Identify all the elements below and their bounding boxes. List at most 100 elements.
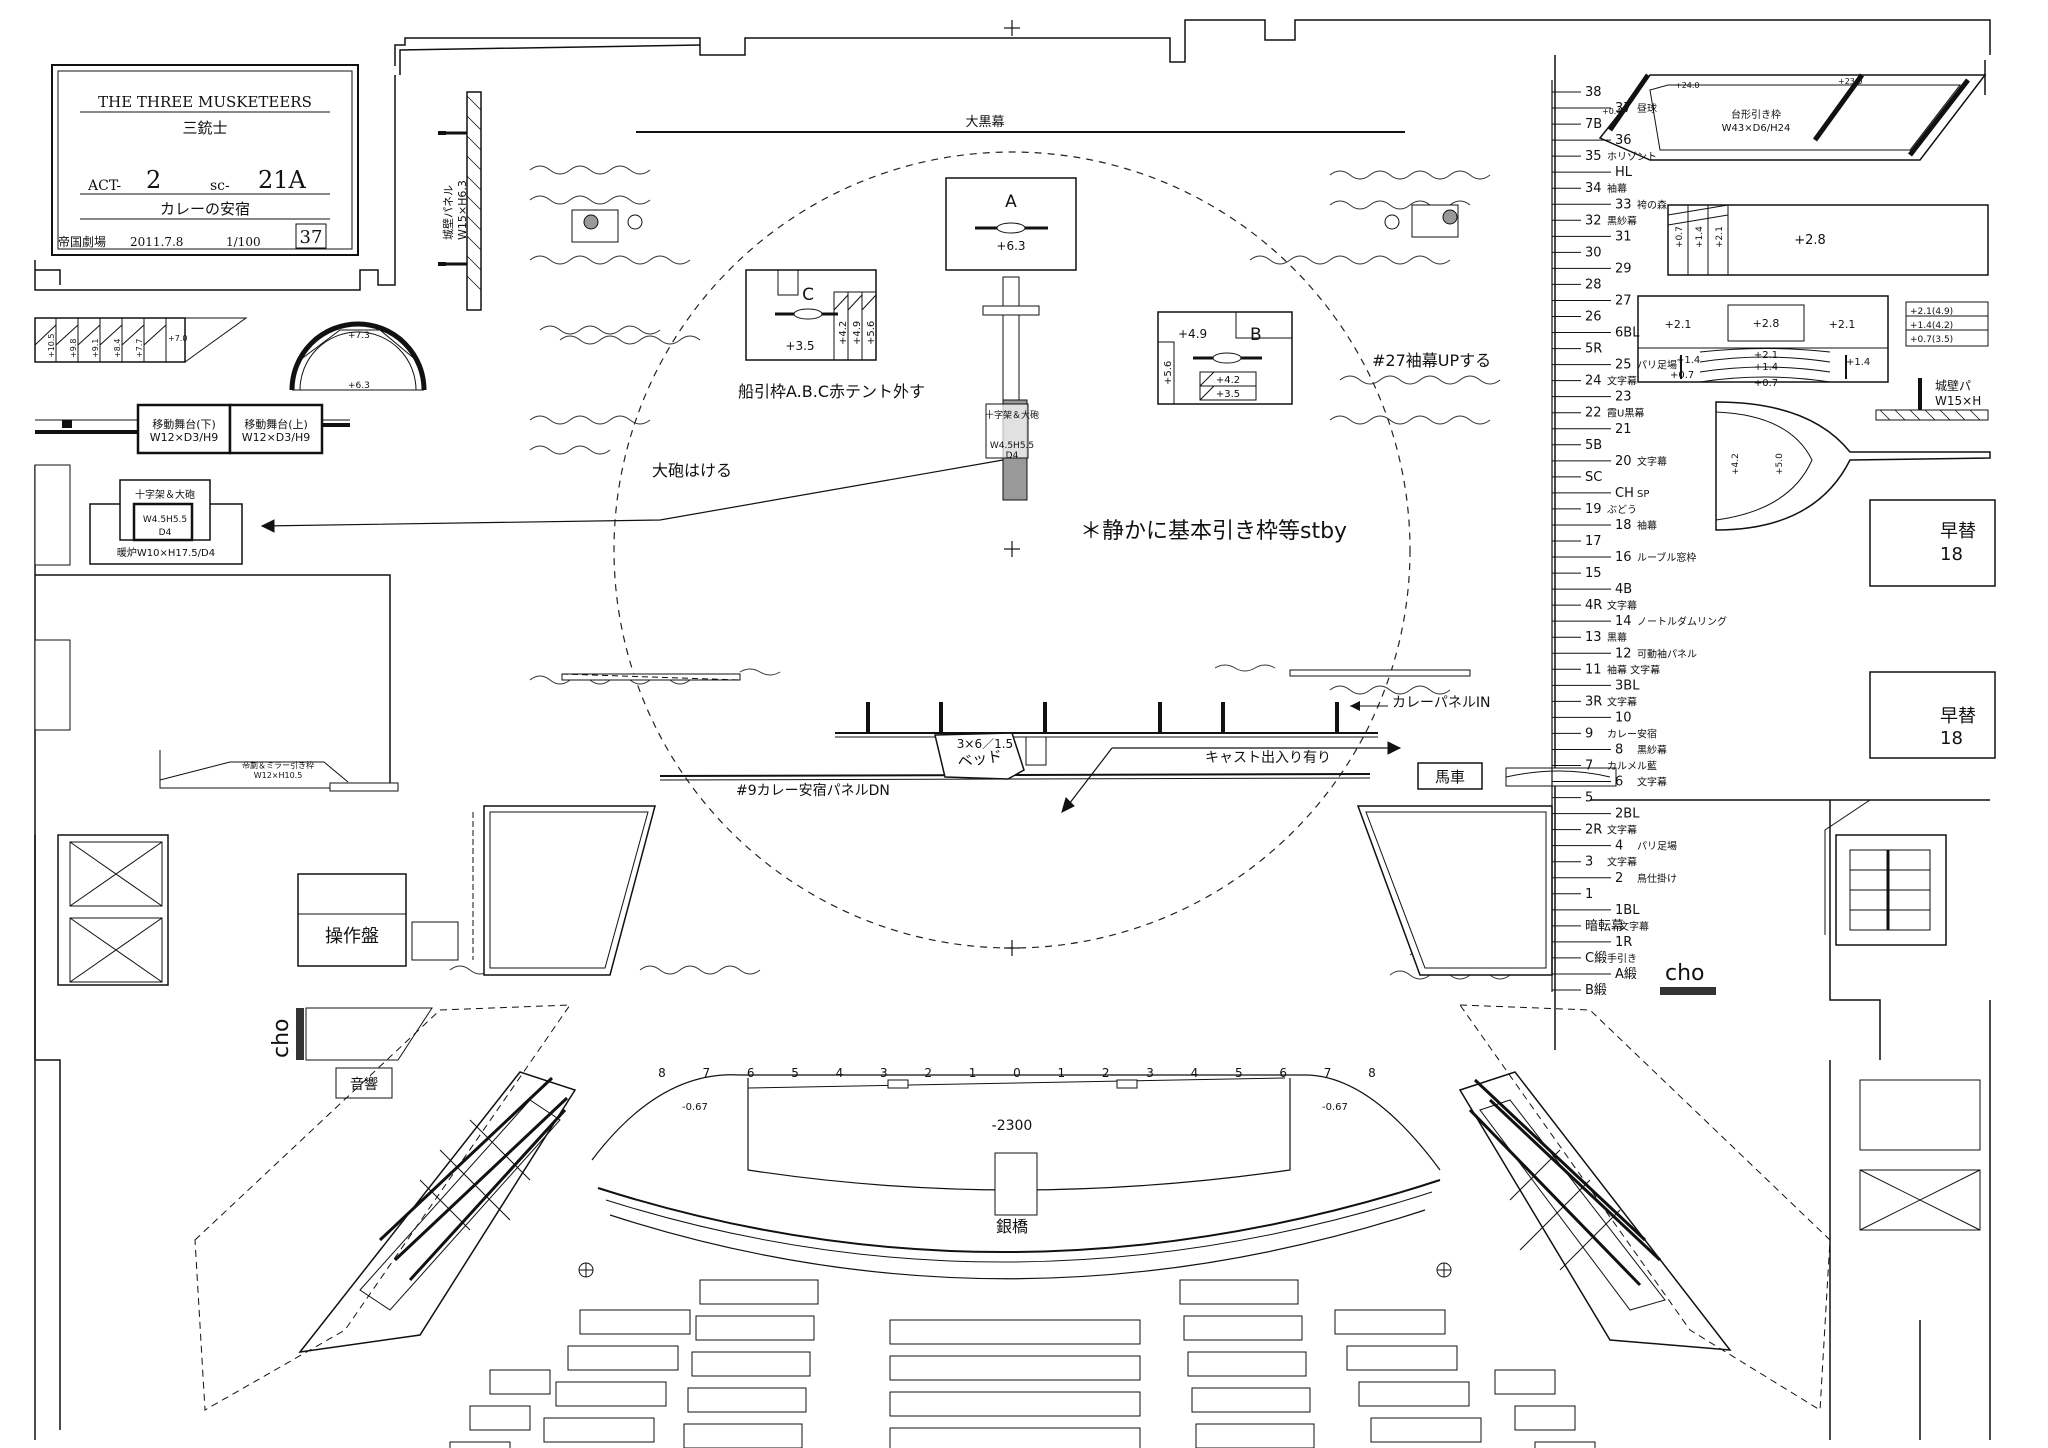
seat-number: 4 [1191,1066,1199,1080]
light-right [1384,204,1459,238]
svg-text:W43×D6/H24: W43×D6/H24 [1722,123,1791,134]
ship-frames-note: 船引枠A.B.C赤テント外す [738,382,925,401]
svg-text:W15×H: W15×H [1935,394,1981,408]
right-stairwell [1824,799,1990,1231]
batten-code: 5R [1585,342,1602,357]
batten-code: 32 [1585,213,1602,228]
batten-code: 2R [1585,823,1602,838]
svg-text:-0.67: -0.67 [1322,1102,1348,1113]
batten-name: ホリゾント [1607,151,1657,163]
seat-row [889,1391,1141,1417]
batten-code: 36 [1615,133,1632,148]
svg-text:+3.5: +3.5 [1216,389,1240,400]
seat-row [469,1405,531,1431]
batten-code: C緞 [1585,950,1607,966]
batten-code: 4 [1615,839,1623,854]
scene-name: カレーの安宿 [160,200,250,218]
seat-row [1334,1309,1446,1335]
seat-number: 1 [969,1066,977,1080]
right-wagon-strip [1214,664,1471,677]
svg-text:+0.4: +0.4 [1602,107,1621,116]
svg-text:D4: D4 [159,528,172,538]
batten-name: パリ足場 [1637,840,1677,853]
svg-text:+9.1: +9.1 [91,339,100,358]
seat-row [1195,1423,1315,1448]
seat-number: 4 [836,1066,844,1080]
batten-name: 袴の森 [1637,198,1667,211]
svg-text:銀橋: 銀橋 [996,1217,1028,1236]
batten-code: 15 [1585,566,1602,581]
seat-number: 7 [1324,1066,1332,1080]
left-lift-shafts [57,834,169,986]
batten-code: 4B [1615,582,1632,597]
svg-text:+4.2: +4.2 [1216,375,1240,386]
batten-name: ノートルダムリング [1637,615,1727,628]
batten-name: 文字幕 [1607,375,1637,388]
quick-change-rooms: 早替 18 早替 18 [1869,499,1996,759]
svg-text:音響: 音響 [350,1076,378,1093]
svg-text:+1.4(4.2): +1.4(4.2) [1910,321,1953,331]
cannon-arrow [260,459,1004,533]
batten-code: 1R [1615,935,1632,950]
batten-code: 38 [1585,85,1602,100]
cho-right: cho [1665,961,1705,986]
batten-name: カルメル藍 [1607,760,1657,773]
seat-row [889,1427,1141,1448]
batten-code: SC [1585,470,1602,485]
svg-text:+2.8: +2.8 [1753,317,1780,330]
svg-text:+1.4: +1.4 [1695,226,1705,248]
batten-code: B緞 [1585,982,1607,998]
batten-code: 6BL [1615,326,1640,341]
batten-name: 鳥仕掛け [1637,872,1677,885]
batten-code: A緞 [1615,966,1637,982]
left-stage-box [34,464,71,731]
svg-text:+0.7: +0.7 [1675,226,1685,248]
batten-code: 7B [1585,117,1602,132]
seat-number: 6 [747,1066,755,1080]
batten-name: 文字幕 [1637,455,1667,468]
batten-code: 11 [1585,662,1602,677]
svg-text:+2.1: +2.1 [1754,350,1778,361]
page-number: 37 [300,227,323,248]
svg-text:大黒幕: 大黒幕 [965,115,1004,130]
svg-text:+5.0: +5.0 [1775,453,1785,475]
platform-a: A +6.3 [945,177,1077,271]
left-proscenium-unit [472,805,656,976]
ship-prow: +4.2 +5.0 [1715,401,1991,531]
batten-code: 37 [1615,101,1632,116]
batten-code: 1 [1585,887,1593,902]
batten-name: 文字幕 [1637,776,1667,789]
svg-text:+1.4: +1.4 [1676,355,1700,366]
right-castle-wall: 城壁パ W15×H [1875,378,1989,421]
svg-text:+0.7: +0.7 [1670,370,1694,381]
svg-text:カレーパネルIN: カレーパネルIN [1392,695,1490,711]
batten-code: 27 [1615,293,1632,308]
seat-row [1179,1279,1299,1305]
svg-text:A: A [1005,192,1017,212]
batten-code: 25 [1615,358,1632,373]
cannon-exit-note: 大砲はける [652,461,732,480]
svg-text:操作盤: 操作盤 [325,926,379,947]
left-wagon-strip [561,668,781,681]
quiet-standby-note: ＊静かに基本引き枠等stby [1080,519,1347,544]
batten-code: 29 [1615,261,1632,276]
title-block: THE THREE MUSKETEERS 三銃士 ACT- 2 sc- 21A … [51,64,359,256]
batten-code: 12 [1615,646,1632,661]
svg-text:W12×H10.5: W12×H10.5 [254,771,303,780]
svg-text:+2.1: +2.1 [1665,318,1692,331]
seat-row [691,1351,811,1377]
seat-number: 5 [1235,1066,1243,1080]
seat-row [579,1309,691,1335]
calais-inn-panel: #9カレー安宿パネルDN [659,773,1371,799]
batten-code: 20 [1615,454,1632,469]
batten-code: 34 [1585,181,1602,196]
svg-text:移動舞台(下): 移動舞台(下) [152,417,216,431]
seat-row [1358,1381,1470,1407]
svg-text:十字架＆大砲: 十字架＆大砲 [135,488,195,501]
seat-row [695,1315,815,1341]
svg-text:+2.1: +2.1 [1715,226,1725,248]
seat-row [1187,1351,1307,1377]
svg-text:cho: cho [269,1019,294,1059]
